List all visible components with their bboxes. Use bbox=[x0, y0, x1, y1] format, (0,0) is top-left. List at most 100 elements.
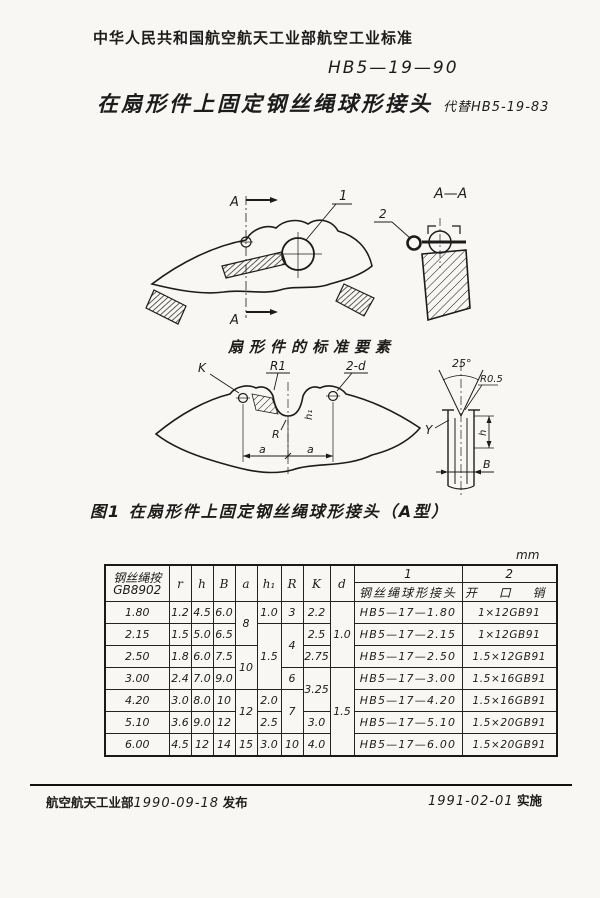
cell-joint: HB5—17—5.10 bbox=[353, 711, 463, 734]
org-standard-line: 中华人民共和国航空航天工业部航空工业标准 bbox=[93, 30, 414, 47]
detail-drawing: K R1 2-d R h₁ a a bbox=[154, 357, 503, 496]
cell-pin: 1×12GB91 bbox=[461, 623, 558, 646]
cell-h: 12 bbox=[190, 733, 214, 757]
replaces-note: 代替HB5-19-83 bbox=[443, 100, 550, 115]
cell-spec: 1.80 bbox=[104, 601, 170, 624]
col-header-B: B bbox=[212, 564, 236, 602]
footer-issue-date: 1990-09-18 bbox=[133, 796, 220, 811]
table-row: 1.80 1.2 4.5 6.0 8 1.0 3 2.2 1.0 HB5—17—… bbox=[104, 601, 558, 668]
table-row: 2.50 1.8 6.0 7.5 10 2.75 HB5—17—2.50 1.5… bbox=[104, 645, 558, 690]
callout-2: 2 bbox=[379, 207, 387, 221]
cell-h: 7.0 bbox=[190, 667, 214, 690]
label-a-right: a bbox=[307, 443, 314, 456]
cell-pin: 1.5×16GB91 bbox=[461, 667, 558, 690]
cell-R: 6 bbox=[280, 667, 304, 690]
document-title: 在扇形件上固定钢丝绳球形接头 bbox=[97, 92, 433, 116]
cell-a: 8 bbox=[234, 601, 258, 646]
cell-a: 15 bbox=[234, 733, 258, 757]
standard-code: HB5—19—90 bbox=[328, 58, 459, 78]
figure-1-caption: 图1 在扇形件上固定钢丝绳球形接头（A型） bbox=[90, 502, 450, 521]
label-angle-25: 25° bbox=[452, 357, 472, 370]
cell-h1: 2.0 bbox=[256, 689, 282, 712]
table-row: 2.15 1.5 5.0 6.5 1.5 4 2.5 HB5—17—2.15 1… bbox=[104, 623, 558, 690]
label-K: K bbox=[198, 361, 207, 375]
cell-spec: 2.50 bbox=[104, 645, 170, 668]
cell-r: 2.4 bbox=[168, 667, 192, 690]
footer-issue: 航空航天工业部1990-09-18 发布 bbox=[46, 792, 248, 811]
cell-B: 7.5 bbox=[212, 645, 236, 668]
wire-rope-end-right bbox=[335, 283, 375, 317]
label-Y: Y bbox=[425, 423, 434, 437]
label-2d: 2-d bbox=[346, 359, 366, 373]
fan-part-outline bbox=[150, 219, 373, 294]
label-a-left: a bbox=[259, 443, 266, 456]
cell-h1: 1.0 bbox=[256, 601, 282, 624]
cell-joint: HB5—17—2.50 bbox=[353, 645, 463, 668]
title-row: 在扇形件上固定钢丝绳球形接头 代替HB5-19-83 bbox=[97, 88, 577, 118]
cell-B: 14 bbox=[212, 733, 236, 757]
cell-a: 12 bbox=[234, 689, 258, 734]
group-header-1-num: 1 bbox=[353, 564, 463, 583]
cell-spec: 4.20 bbox=[104, 689, 170, 712]
dimension-table-wrap: 钢丝绳按 GB8902 r h B a h₁ R K d 1 2 钢丝绳球形接头 bbox=[104, 564, 558, 757]
cell-r: 4.5 bbox=[168, 733, 192, 757]
cotter-pin-ring bbox=[406, 235, 422, 251]
cell-d: 1.5 bbox=[329, 667, 355, 757]
callout-1-leader bbox=[305, 203, 352, 241]
assembly-drawing: A A 1 bbox=[145, 189, 375, 328]
group-header-1-name: 钢丝绳球形接头 bbox=[353, 582, 463, 602]
cell-pin: 1×12GB91 bbox=[461, 601, 558, 624]
label-Y-leader bbox=[434, 419, 450, 429]
hole-left bbox=[236, 392, 250, 404]
cell-joint: HB5—17—1.80 bbox=[353, 601, 463, 624]
table-row: 6.00 4.5 12 14 15 3.0 10 4.0 HB5—17—6.00… bbox=[104, 733, 558, 757]
cell-pin: 1.5×20GB91 bbox=[461, 711, 558, 734]
footer-divider bbox=[30, 784, 572, 786]
label-radius-leader bbox=[464, 384, 498, 411]
cell-K: 2.75 bbox=[302, 645, 331, 668]
cell-B: 12 bbox=[212, 711, 236, 734]
section-letter-bottom: A bbox=[229, 313, 239, 328]
cell-pin: 1.5×20GB91 bbox=[461, 733, 558, 757]
dimension-B bbox=[436, 469, 494, 475]
section-view-label: A—A bbox=[433, 186, 467, 202]
section-line-A bbox=[245, 196, 278, 318]
wire-rope-middle bbox=[221, 251, 287, 279]
cell-K: 2.5 bbox=[302, 623, 331, 646]
ball-joint bbox=[276, 232, 322, 278]
label-2d-leader bbox=[336, 372, 368, 392]
cell-K: 2.2 bbox=[302, 601, 331, 624]
col-header-R: R bbox=[280, 564, 304, 602]
col-header-K: K bbox=[302, 564, 331, 602]
ball-joint-section bbox=[422, 218, 466, 268]
assembly-caption: 扇形件的标准要素 bbox=[228, 338, 397, 356]
cell-d: 1.0 bbox=[329, 601, 355, 668]
group-header-2-name: 开 口 销 bbox=[461, 582, 558, 602]
col-header-h: h bbox=[190, 564, 214, 602]
cell-R: 4 bbox=[280, 623, 304, 668]
cell-spec: 3.00 bbox=[104, 667, 170, 690]
label-R-leader bbox=[280, 419, 287, 431]
cell-r: 3.0 bbox=[168, 689, 192, 712]
footer-impl-label: 实施 bbox=[517, 794, 543, 808]
callout-1: 1 bbox=[339, 189, 347, 204]
hatched-block bbox=[421, 249, 471, 322]
spec-header-line2: GB8902 bbox=[113, 582, 162, 597]
cell-h1: 1.5 bbox=[256, 623, 282, 690]
footer-issue-label: 发布 bbox=[222, 796, 248, 810]
cell-h: 6.0 bbox=[190, 645, 214, 668]
cell-K: 4.0 bbox=[302, 733, 331, 757]
groove-profile bbox=[438, 362, 484, 496]
section-letter-top: A bbox=[229, 195, 239, 210]
hole-right bbox=[326, 390, 340, 402]
cell-spec: 6.00 bbox=[104, 733, 170, 757]
spec-header-line1: 钢丝绳按 bbox=[113, 570, 162, 585]
cell-r: 3.6 bbox=[168, 711, 192, 734]
cell-h: 8.0 bbox=[190, 689, 214, 712]
callout-2-leader bbox=[374, 221, 411, 239]
label-h-rotated: h bbox=[478, 430, 489, 436]
cell-a: 10 bbox=[234, 645, 258, 690]
cell-B: 6.0 bbox=[212, 601, 236, 624]
cell-pin: 1.5×16GB91 bbox=[461, 689, 558, 712]
